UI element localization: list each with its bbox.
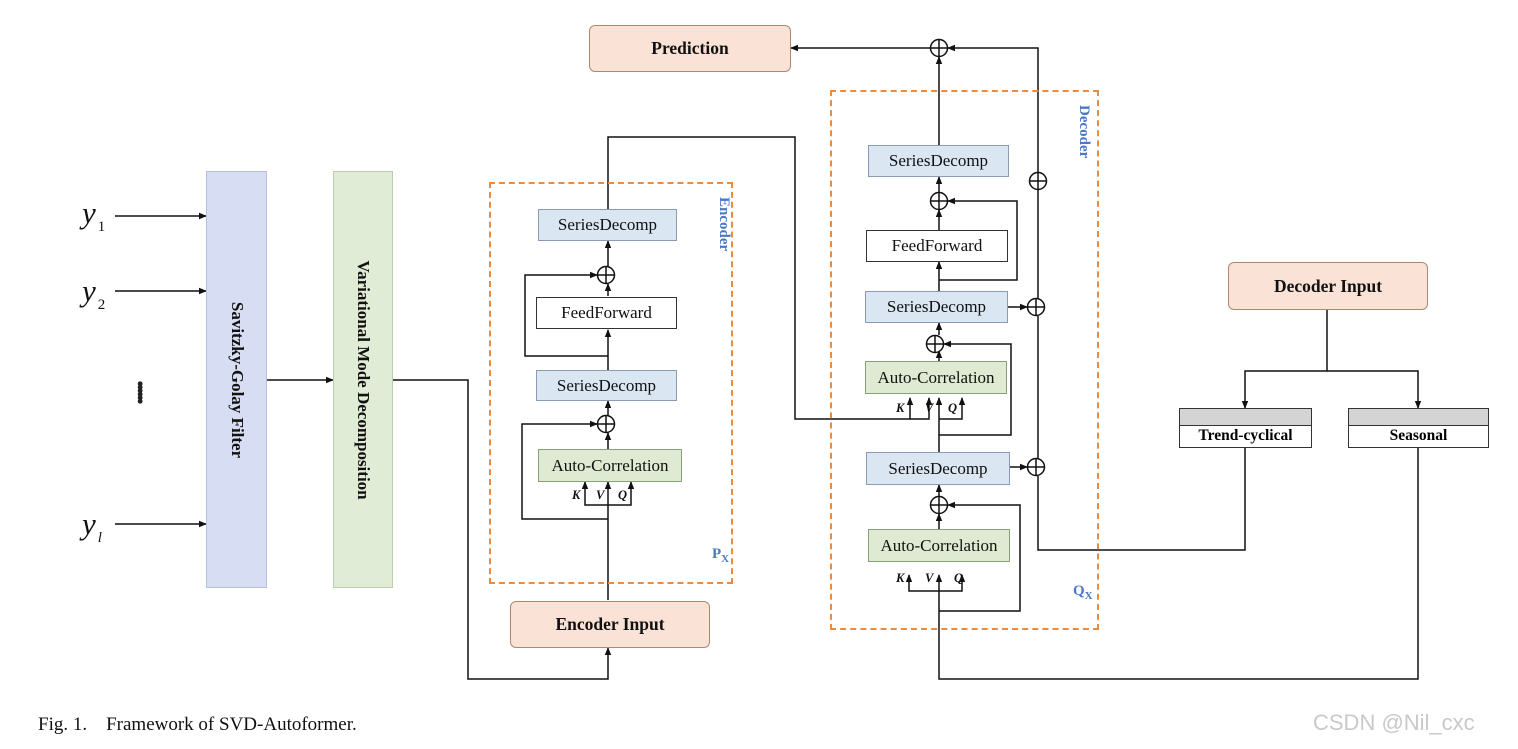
encoder-block bbox=[489, 182, 733, 584]
arrow-decoder-input-branch bbox=[1241, 310, 1328, 409]
decoder-q1-label: Q bbox=[948, 401, 958, 415]
decoder-series-decomp-3: SeriesDecomp bbox=[866, 452, 1010, 485]
add-icon-dec-2 bbox=[925, 334, 945, 354]
add-icon-trend-2 bbox=[1026, 297, 1046, 317]
input-yl-sub: l bbox=[97, 530, 102, 546]
input-y2-var: y bbox=[82, 273, 96, 308]
add-icon-enc-2 bbox=[596, 414, 616, 434]
encoder-multiplier: PX bbox=[712, 546, 729, 565]
decoder-feed-forward: FeedForward bbox=[866, 230, 1008, 262]
encoder-feed-forward: FeedForward bbox=[536, 297, 677, 329]
arrow-seasonal-to-decoder bbox=[938, 448, 1419, 680]
input-y1-sub: 1 bbox=[97, 219, 106, 235]
vmd-label: Variational Mode Decomposition bbox=[354, 259, 373, 500]
encoder-k-label: K bbox=[572, 488, 581, 502]
input-y1-var: y bbox=[82, 195, 96, 230]
decoder-series-decomp-top: SeriesDecomp bbox=[868, 145, 1009, 177]
prediction-box: Prediction bbox=[589, 25, 791, 72]
vmd-box: Variational Mode Decomposition bbox=[333, 171, 393, 588]
watermark: CSDN @Nil_cxc bbox=[1313, 710, 1475, 735]
add-icon-trend-3 bbox=[1026, 457, 1046, 477]
trend-cyclical-label: Trend-cyclical bbox=[1198, 427, 1293, 444]
input-y2-sub: 2 bbox=[97, 297, 106, 313]
encoder-multiplier-symbol: P bbox=[712, 546, 722, 562]
savitzky-golay-filter-box: Savitzky-Golay Filter bbox=[206, 171, 267, 588]
decoder-cross-auto-correlation: Auto-Correlation bbox=[865, 361, 1007, 394]
encoder-label: Encoder bbox=[716, 197, 732, 252]
decoder-multiplier-sub: X bbox=[1084, 590, 1093, 602]
arrow-encoder-output bbox=[607, 136, 914, 420]
trend-cyclical-header-strip bbox=[1180, 409, 1311, 426]
savitzky-golay-filter-label: Savitzky-Golay Filter bbox=[227, 301, 247, 458]
input-yl-var: y bbox=[82, 506, 96, 541]
decoder-v2-label: V bbox=[925, 571, 934, 585]
add-icon-dec-top bbox=[929, 38, 949, 58]
encoder-series-decomp-top: SeriesDecomp bbox=[538, 209, 677, 241]
decoder-block bbox=[830, 90, 1099, 630]
add-icon-enc-1 bbox=[596, 265, 616, 285]
decoder-k1-label: K bbox=[896, 401, 905, 415]
seasonal-label: Seasonal bbox=[1389, 427, 1448, 444]
encoder-auto-correlation: Auto-Correlation bbox=[538, 449, 682, 482]
encoder-v-label: V bbox=[596, 488, 605, 502]
decoder-multiplier: QX bbox=[1073, 583, 1093, 602]
decoder-multiplier-symbol: Q bbox=[1073, 583, 1085, 599]
trend-cyclical-box: Trend-cyclical bbox=[1179, 408, 1312, 448]
arrow-trend-path bbox=[1037, 448, 1246, 551]
decoder-label: Decoder bbox=[1076, 105, 1092, 159]
decoder-q2-label: Q bbox=[954, 571, 964, 585]
decoder-v1-label: V bbox=[925, 401, 934, 415]
encoder-q-label: Q bbox=[618, 488, 628, 502]
add-icon-dec-1 bbox=[929, 191, 949, 211]
encoder-input-box: Encoder Input bbox=[510, 601, 710, 648]
seasonal-box: Seasonal bbox=[1348, 408, 1489, 448]
figure-caption: Fig. 1. Framework of SVD-Autoformer. bbox=[38, 714, 357, 735]
encoder-series-decomp-mid: SeriesDecomp bbox=[536, 370, 677, 401]
input-ellipsis: ...... bbox=[131, 380, 164, 401]
arrow-vmd-encoder-input bbox=[393, 379, 612, 680]
add-icon-dec-3 bbox=[929, 495, 949, 515]
decoder-k2-label: K bbox=[896, 571, 905, 585]
decoder-input-box: Decoder Input bbox=[1228, 262, 1428, 310]
encoder-multiplier-sub: X bbox=[721, 553, 730, 565]
add-icon-trend-1 bbox=[1028, 171, 1048, 191]
decoder-self-auto-correlation: Auto-Correlation bbox=[868, 529, 1010, 562]
seasonal-header-strip bbox=[1349, 409, 1488, 426]
decoder-series-decomp-2: SeriesDecomp bbox=[865, 291, 1008, 323]
